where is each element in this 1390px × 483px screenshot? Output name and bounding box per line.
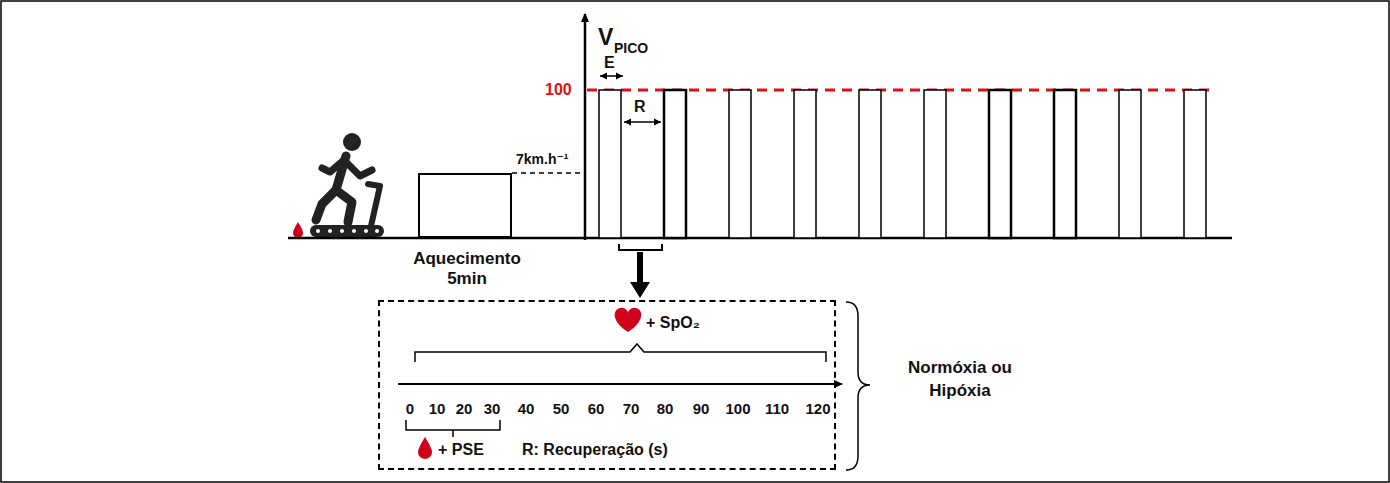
runner-icon — [375, 229, 379, 233]
node-text: + PSE — [438, 441, 484, 459]
effort-bar — [859, 90, 881, 238]
tick-label: 110 — [765, 400, 789, 417]
node-text: R: Recuperação (s) — [522, 441, 668, 459]
effort-bar — [729, 90, 751, 238]
tick-label: 10 — [429, 400, 446, 417]
condition-brace — [846, 302, 870, 470]
runner-icon — [340, 229, 344, 233]
effort-bar — [924, 90, 946, 238]
tick-label: 80 — [657, 400, 674, 417]
effort-bar — [599, 90, 1206, 238]
effort-bar — [1184, 90, 1206, 238]
tick-label: 120 — [805, 400, 830, 417]
tick-label: 40 — [518, 400, 535, 417]
blood-drop — [293, 222, 303, 238]
runner-icon — [310, 225, 384, 237]
node-text: + SpO₂ — [646, 314, 700, 332]
condition-label: Normóxia ou Hipóxia — [905, 357, 1015, 403]
runner-icon — [316, 156, 346, 220]
effort-arrow — [600, 75, 623, 77]
runner-icon — [310, 133, 384, 237]
warmup-speed: 7km.h⁻¹ — [516, 151, 569, 167]
zoom-arrow — [637, 252, 643, 284]
recovery-arrow — [624, 121, 661, 123]
runner-icon — [343, 133, 361, 151]
tick-label: 0 — [406, 400, 414, 417]
warmup-speed-line — [512, 172, 583, 174]
tick-label: 100 — [725, 400, 750, 417]
effort-bar — [599, 90, 621, 238]
effort-bar — [794, 90, 816, 238]
effort-bar — [664, 90, 686, 238]
axis-label: V — [598, 24, 613, 50]
recovery-axis — [398, 383, 842, 385]
runner-icon — [322, 160, 344, 172]
effort-bar — [989, 90, 1011, 238]
axis-label-subscript: PICO — [614, 40, 648, 56]
measure-brace — [415, 344, 826, 362]
recovery-inset: + SpO₂ + PSE R: Recuperação (s) — [378, 300, 836, 470]
zoom-bracket — [619, 244, 662, 250]
node-text: Aquecimento 5min — [404, 249, 530, 288]
runner-icon — [316, 229, 320, 233]
tick-label: 20 — [456, 400, 473, 417]
runner-icon — [336, 190, 352, 222]
heart-icon — [615, 308, 642, 332]
blood-drop — [418, 437, 432, 459]
warmup-box: Aquecimento 5min — [418, 173, 512, 238]
runner-icon — [364, 229, 368, 233]
tick-label: 90 — [693, 400, 710, 417]
runner-icon — [328, 229, 332, 233]
tick-label: 50 — [553, 400, 570, 417]
tick-label: 30 — [484, 400, 501, 417]
effort-label: E — [604, 54, 615, 72]
tick-label: 60 — [588, 400, 605, 417]
runner-icon — [346, 162, 372, 176]
zoom-arrow — [630, 282, 650, 298]
effort-bar — [1119, 90, 1141, 238]
tick-label: 70 — [623, 400, 640, 417]
speed-axis — [584, 14, 587, 240]
peak-value: 100 — [545, 81, 572, 99]
sample-brace — [406, 420, 500, 437]
runner-icon — [352, 229, 356, 233]
effort-bar — [1054, 90, 1076, 238]
recovery-label: R — [634, 98, 646, 116]
runner-icon — [368, 184, 380, 226]
